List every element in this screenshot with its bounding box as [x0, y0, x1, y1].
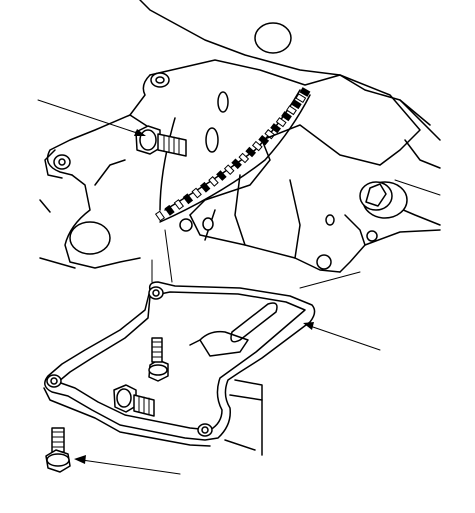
gear-tooth [164, 204, 175, 216]
bolt-hole [201, 426, 209, 434]
boss-round [254, 22, 292, 54]
slot-hole [217, 91, 229, 113]
bolt-hole [202, 217, 214, 231]
gear-tooth [173, 199, 185, 210]
bolt-hole [50, 377, 58, 385]
bolt-hole [325, 214, 335, 226]
gear-tooth [231, 158, 242, 170]
gear-tooth [208, 176, 219, 187]
bolt-cover-upper [148, 337, 169, 382]
gear-tooth [216, 170, 227, 181]
slot-hole [205, 127, 219, 153]
clutch-cover-plate [43, 281, 316, 456]
engine-housing [39, 0, 431, 269]
gear-tooth [286, 105, 297, 116]
bolt-cover-lower [113, 384, 155, 417]
bolt-hole [366, 230, 378, 242]
gear-tooth [223, 164, 235, 176]
leader-lines [37, 99, 441, 475]
flywheel-ring-gear [154, 87, 311, 223]
drain-plug [359, 181, 408, 219]
bolt-loose [45, 427, 71, 473]
gear-tooth [281, 111, 292, 122]
gear-tooth [290, 99, 302, 110]
gear-tooth [238, 152, 250, 164]
gear-tooth [275, 117, 287, 128]
bolt-hole [179, 218, 193, 232]
gear-tooth [295, 93, 307, 103]
gear-tooth [270, 123, 281, 134]
transmission-case [179, 74, 441, 273]
bolt-hole [155, 76, 165, 84]
gear-tooth [154, 210, 166, 222]
bolt-hole [58, 158, 66, 166]
bolt-hole [152, 289, 160, 297]
gear-tooth [299, 87, 311, 97]
gear-tooth [182, 193, 194, 205]
gear-tooth [245, 146, 257, 158]
boss-round [69, 221, 111, 255]
gear-tooth [191, 187, 202, 199]
bolt-hole [316, 254, 332, 270]
alignment-lines [151, 229, 361, 289]
gear-tooth [199, 181, 211, 193]
gear-tooth [251, 140, 263, 152]
bolt-upper [135, 125, 187, 157]
